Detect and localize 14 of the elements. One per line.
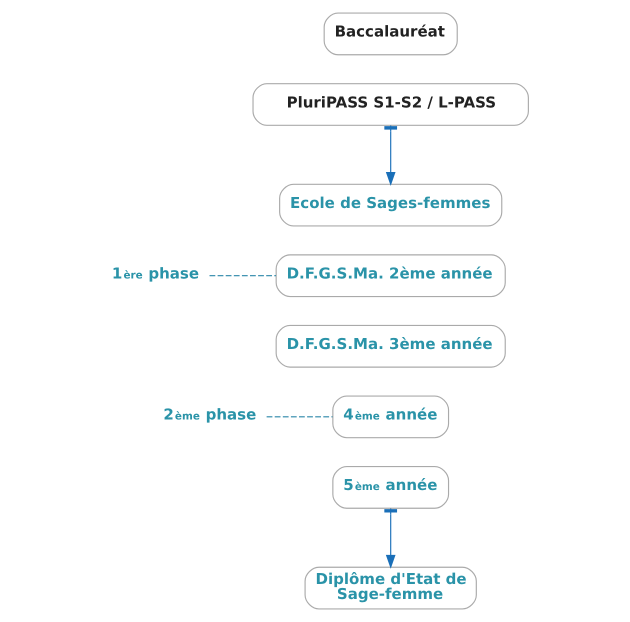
node-box: Diplôme d'Etat de Sage-femme [304,566,476,610]
node-box: D.F.G.S.Ma. 2ème année [275,254,506,298]
node-box: PluriPASS S1-S2 / L-PASS [252,83,528,126]
arrow [384,508,397,569]
node-box: Baccalauréat [323,12,458,56]
arrow [384,126,397,186]
connector [209,275,276,276]
node-box: 4ème année [332,395,449,438]
node-box: 5ème année [332,466,449,509]
node-box: D.F.G.S.Ma. 3ème année [275,324,506,368]
connector [266,416,332,418]
node-box: Ecole de Sages-femmes [278,184,502,227]
node-text: 2ème phase [162,406,256,424]
node-text: 1ère phase [111,264,199,282]
